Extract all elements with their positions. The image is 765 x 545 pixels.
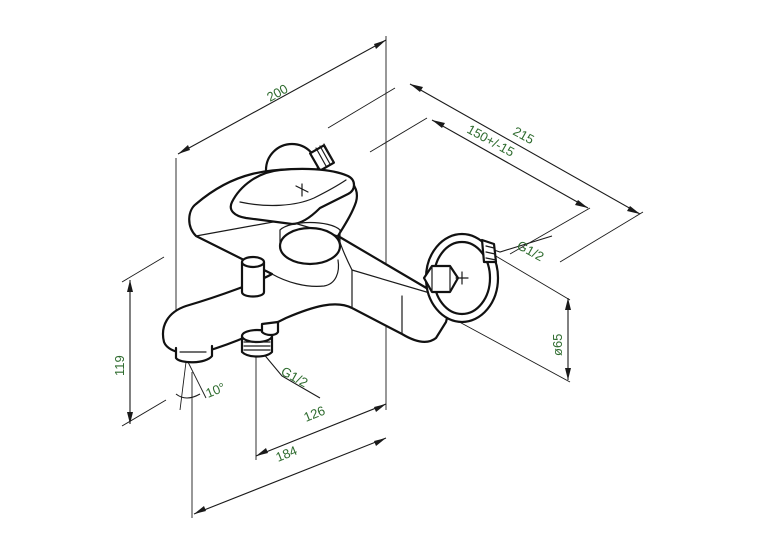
leader-g12-spout: [261, 351, 321, 399]
spout-outlet: [174, 344, 214, 364]
dimension-lines: [127, 39, 641, 515]
spout-thread-connector: [240, 320, 280, 358]
diverter-knob: [240, 255, 266, 298]
label-diameter-65: ø65: [550, 334, 565, 356]
wall-eccentric-fitting: [422, 232, 500, 324]
label-119: 119: [112, 355, 127, 376]
label-126: 126: [302, 403, 328, 425]
dim-line-200: [177, 39, 387, 155]
label-g12-spout: G1/2: [279, 364, 311, 391]
label-184: 184: [274, 443, 300, 465]
dim-line-150: [431, 119, 589, 209]
control-lever: [229, 167, 356, 266]
angle-arc-10: [175, 393, 201, 399]
label-10-degrees: 10°: [204, 380, 228, 401]
dim-line-126: [255, 403, 387, 457]
mixer-body: [161, 142, 500, 364]
dim-line-184: [193, 437, 387, 515]
label-g12-wall: G1/2: [515, 238, 547, 265]
dim-line-215: [409, 83, 641, 215]
label-200: 200: [264, 81, 290, 105]
extension-lines: [121, 36, 644, 518]
